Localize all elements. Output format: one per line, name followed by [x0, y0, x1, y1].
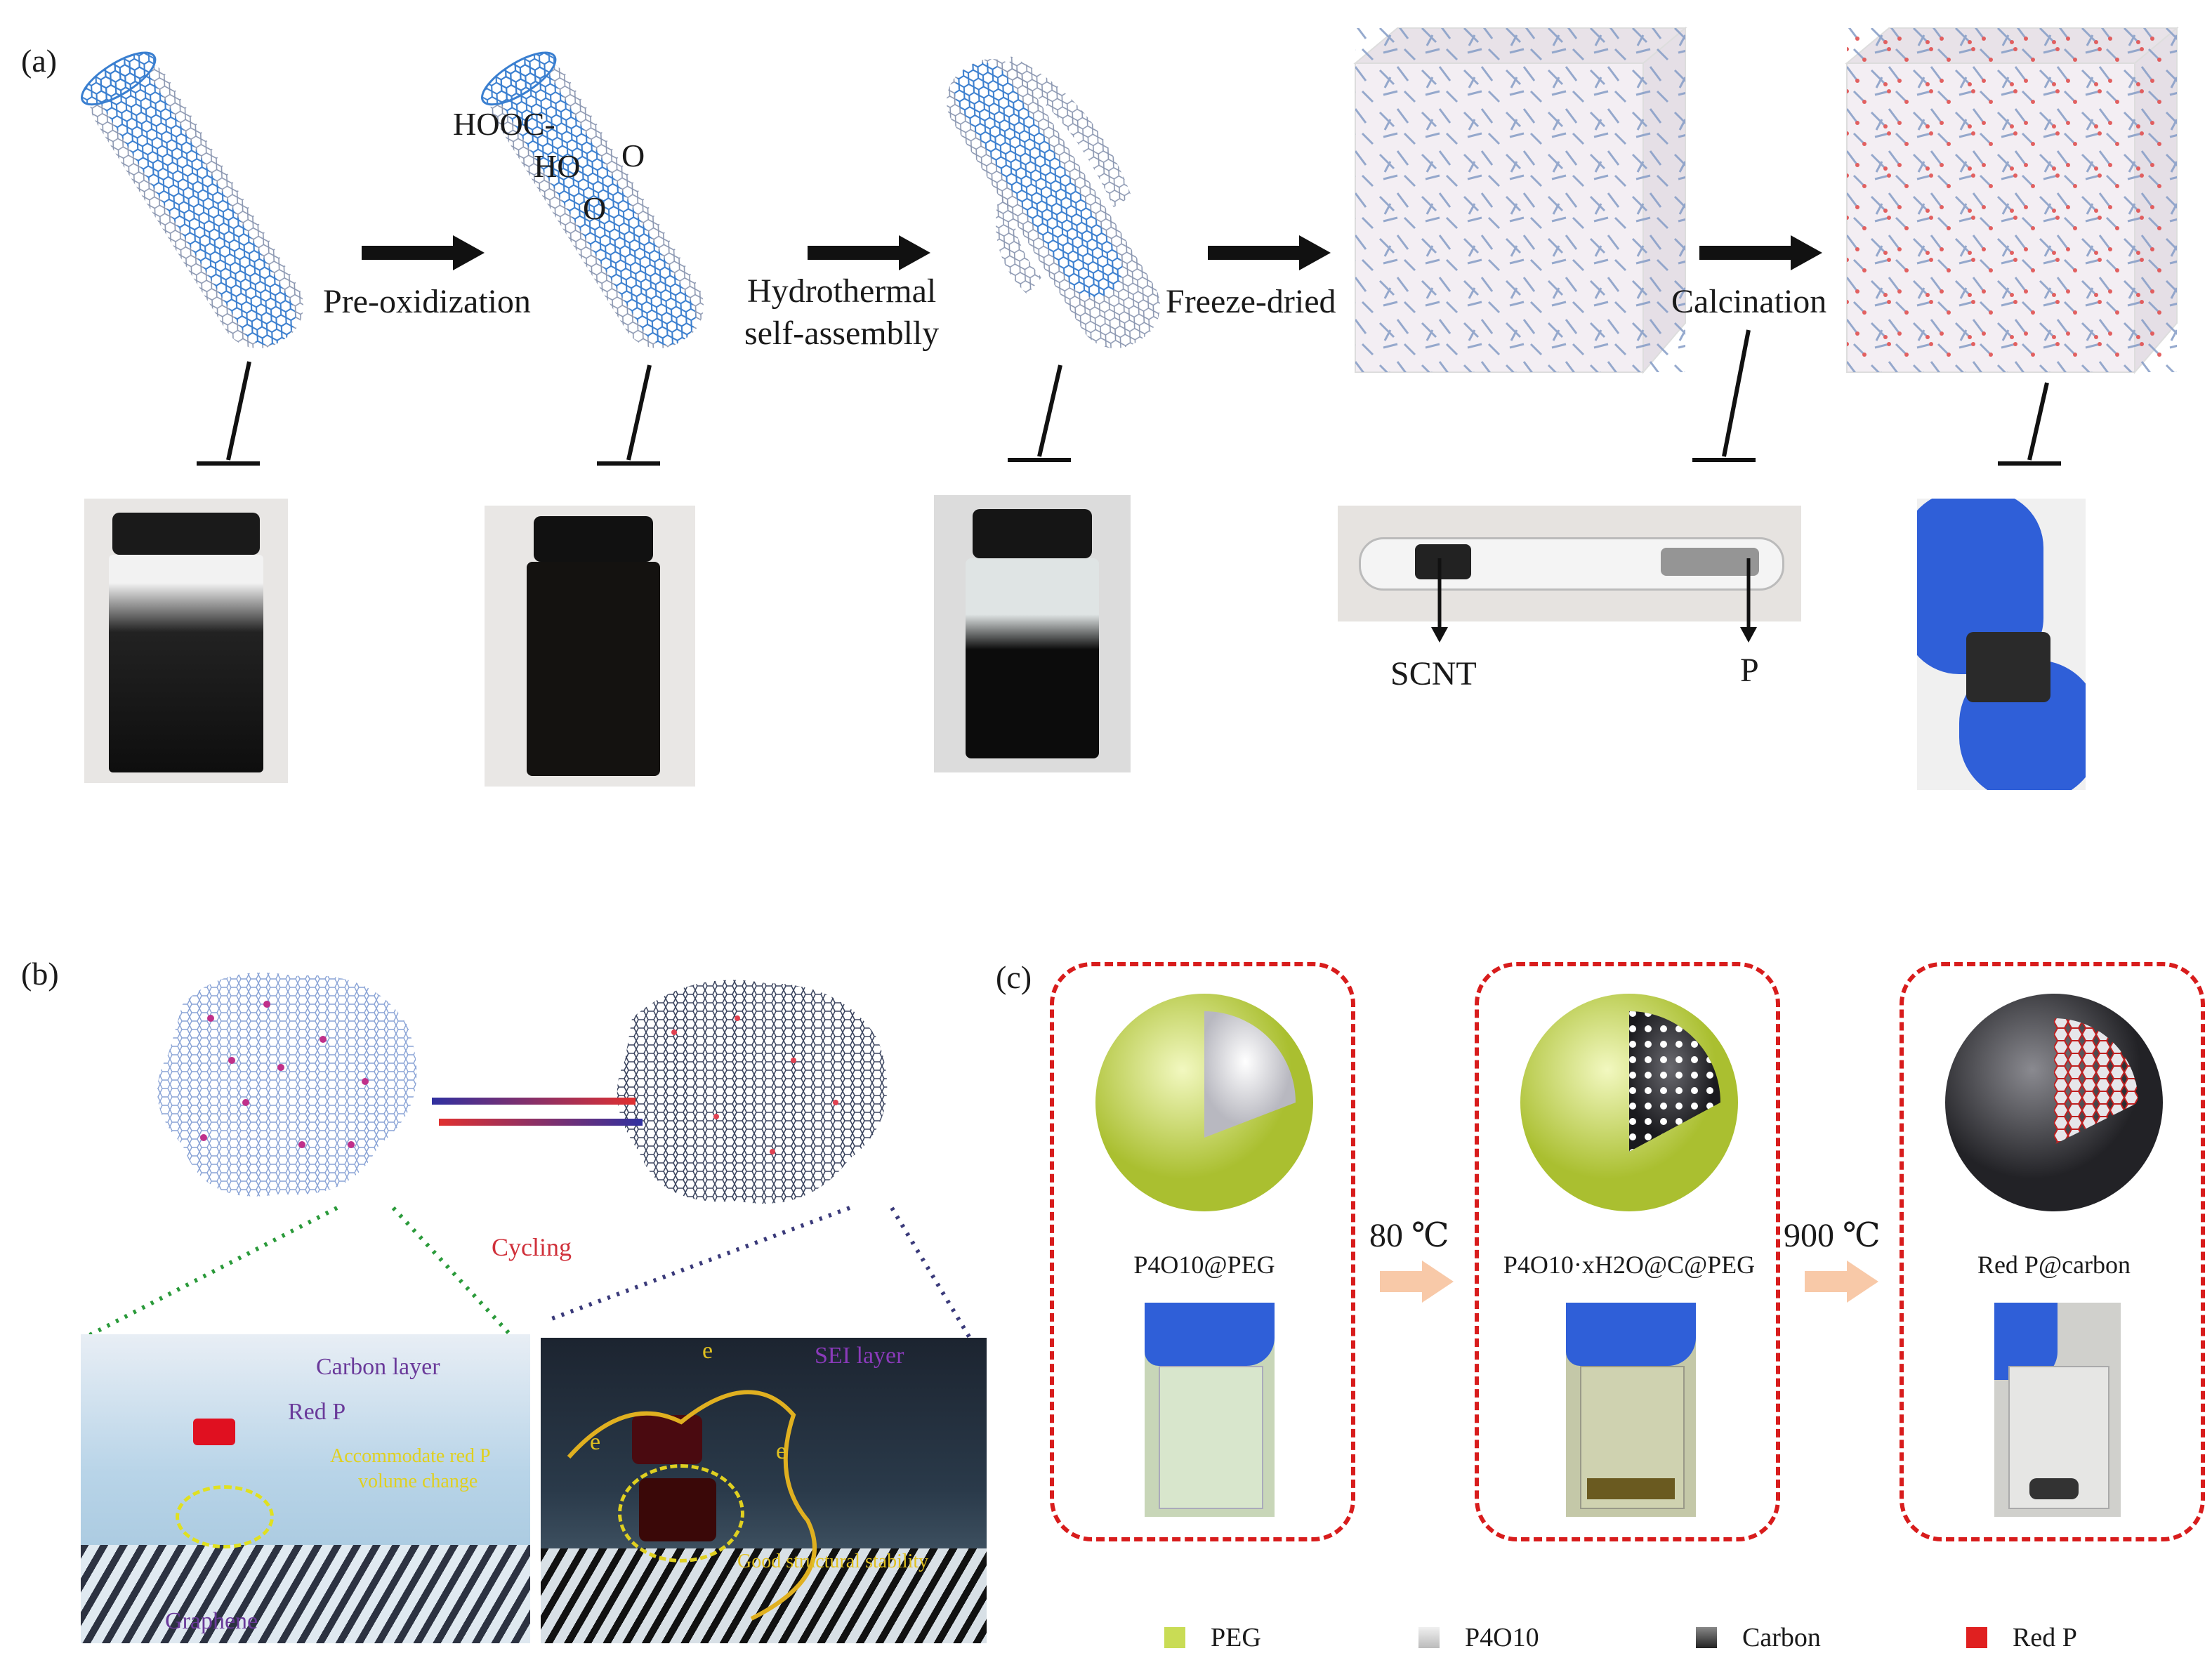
label-sei-layer: SEI layer — [815, 1343, 904, 1369]
temp-label-900: 900 ℃ — [1784, 1217, 1881, 1254]
vial-photo-2 — [485, 506, 695, 787]
sphere-red-p-carbon — [1945, 994, 2163, 1211]
stage-box-1 — [1050, 962, 1355, 1541]
label-stability: Good structural stability — [737, 1551, 929, 1572]
cycling-arrows — [432, 1098, 643, 1126]
nanotube-pristine-illustration — [81, 51, 303, 349]
stage-box-2 — [1475, 962, 1780, 1541]
chem-label-o2: O — [583, 190, 607, 226]
temp-label-80: 80 ℃ — [1369, 1217, 1449, 1254]
legend-label-carbon: Carbon — [1742, 1623, 1821, 1652]
vial-photo-heated — [1566, 1303, 1696, 1517]
label-electron-3: e — [776, 1438, 787, 1464]
stage-title-3: Red P@carbon — [1977, 1251, 2131, 1279]
label-carbon-layer: Carbon layer — [316, 1354, 440, 1380]
legend-p4o10: P4O10 — [1418, 1622, 1539, 1653]
zoom-scene-cycled — [541, 1338, 987, 1643]
calcined-cube-illustration — [1845, 26, 2179, 374]
step-label-freeze-dried: Freeze-dried — [1166, 283, 1336, 320]
stage-title-2: P4O10·xH2O@C@PEG — [1503, 1251, 1756, 1279]
zoom-scene-fresh — [81, 1334, 530, 1643]
process-arrow-2 — [808, 235, 930, 270]
process-arrow-1 — [362, 235, 485, 270]
process-arrow-4 — [1699, 235, 1822, 270]
sphere-p4o10-c-peg — [1520, 994, 1738, 1211]
stage-title-1: P4O10@PEG — [1133, 1251, 1275, 1279]
tube-pointer-arrows — [1431, 558, 1757, 643]
tube-label-p: P — [1740, 652, 1759, 689]
legend-red-p: Red P — [1966, 1622, 2077, 1653]
process-arrow-3 — [1208, 235, 1331, 270]
zoom-dotted-lines — [83, 1206, 978, 1350]
graphene-cluster-before — [157, 973, 417, 1197]
panel-c-label: (c) — [996, 959, 1032, 995]
step-label-calcination: Calcination — [1671, 283, 1827, 320]
label-red-p: Red P — [288, 1399, 346, 1425]
legend-swatch-p4o10 — [1418, 1627, 1440, 1648]
vial-photo-peg — [1145, 1303, 1275, 1517]
connector-lines — [197, 329, 2061, 466]
panel-a-label: (a) — [21, 43, 58, 79]
legend-label-peg: PEG — [1211, 1623, 1261, 1652]
chem-label-o1: O — [621, 138, 645, 173]
sphere-p4o10-peg — [1095, 994, 1313, 1211]
vial-photo-calcined — [1994, 1303, 2121, 1517]
graphene-cluster-after — [617, 980, 888, 1204]
aerogel-cube-illustration — [1353, 26, 1687, 374]
legend-swatch-peg — [1164, 1627, 1185, 1648]
label-volume-change: volume change — [358, 1471, 478, 1492]
legend-swatch-carbon — [1696, 1627, 1717, 1648]
tube-label-scnt: SCNT — [1390, 655, 1477, 692]
label-accommodate: Accommodate red P — [330, 1445, 491, 1467]
cycling-label: Cycling — [492, 1233, 572, 1261]
nanotube-unzipped-illustration — [947, 56, 1160, 349]
chem-label-ho: HO — [534, 148, 581, 184]
label-electron-1: e — [702, 1338, 713, 1364]
stage-box-3 — [1900, 962, 2205, 1541]
legend-carbon: Carbon — [1696, 1622, 1821, 1653]
heat-arrow-1 — [1380, 1261, 1454, 1303]
panel-b-label: (b) — [21, 956, 59, 992]
legend-label-p4o10: P4O10 — [1465, 1623, 1539, 1652]
heat-arrow-2 — [1805, 1261, 1878, 1303]
legend-label-red-p: Red P — [2013, 1623, 2077, 1652]
label-electron-2: e — [590, 1429, 601, 1455]
glove-sample-photo — [1917, 499, 2086, 790]
chem-label-hooc: HOOC- — [453, 106, 555, 142]
vial-photo-3 — [934, 495, 1131, 772]
legend-peg: PEG — [1164, 1622, 1261, 1653]
label-graphene: Graphene — [165, 1608, 258, 1634]
step-label-hydrothermal: Hydrothermal self-assemblly — [744, 272, 940, 352]
step-label-pre-oxidization: Pre-oxidization — [323, 283, 531, 320]
legend-swatch-red-p — [1966, 1627, 1987, 1648]
nanotube-oxidized-illustration — [481, 51, 704, 349]
vial-photo-1 — [84, 499, 288, 783]
quartz-tube-photo — [1338, 506, 1801, 621]
